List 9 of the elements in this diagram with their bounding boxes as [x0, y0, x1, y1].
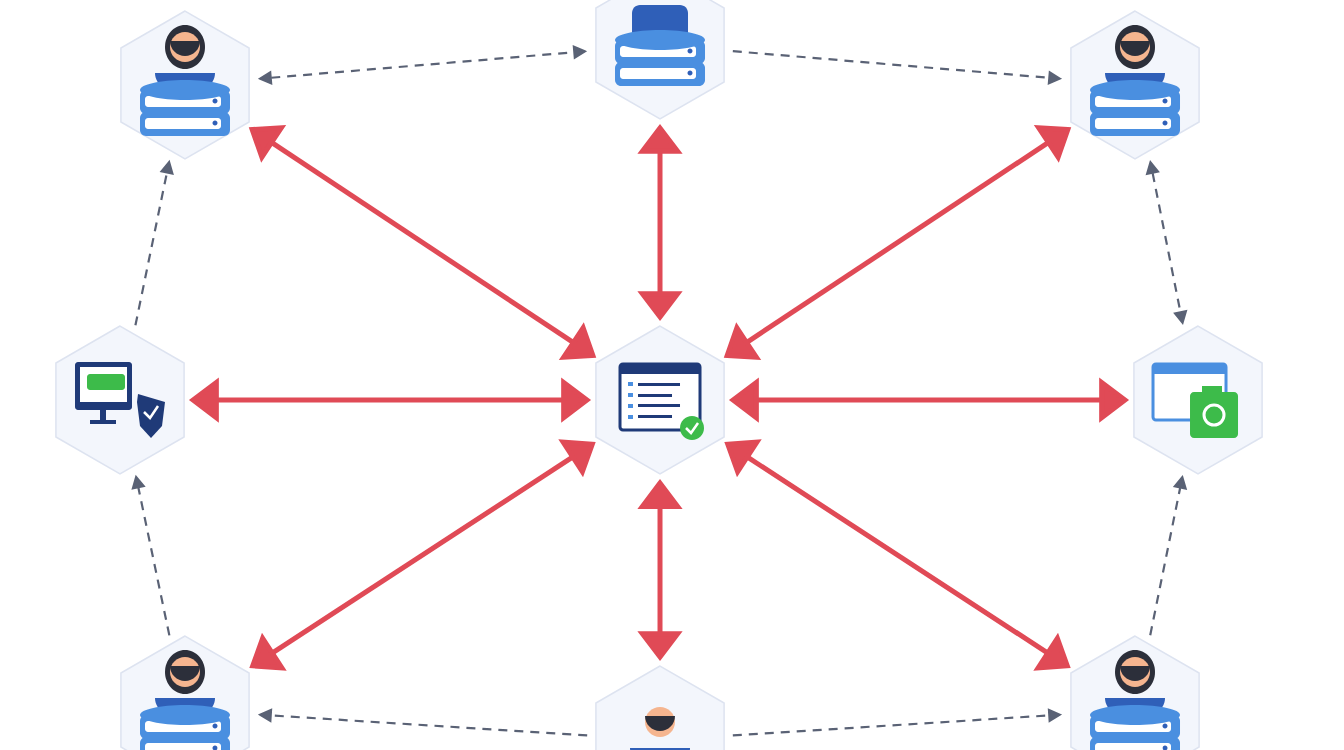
hexagon-user-database-icon [120, 10, 250, 160]
hexagon-user-database-icon [1070, 635, 1200, 750]
hexagon-window-camera-icon [1133, 325, 1263, 475]
hexagon-database-icon [595, 0, 725, 120]
hexagon-user-database-icon [120, 635, 250, 750]
hexagon-checklist-window-icon [595, 325, 725, 475]
hexagon-person-icon [595, 665, 725, 750]
hexagon-user-database-icon [1070, 10, 1200, 160]
hexagon-monitor-shield-icon [55, 325, 185, 475]
